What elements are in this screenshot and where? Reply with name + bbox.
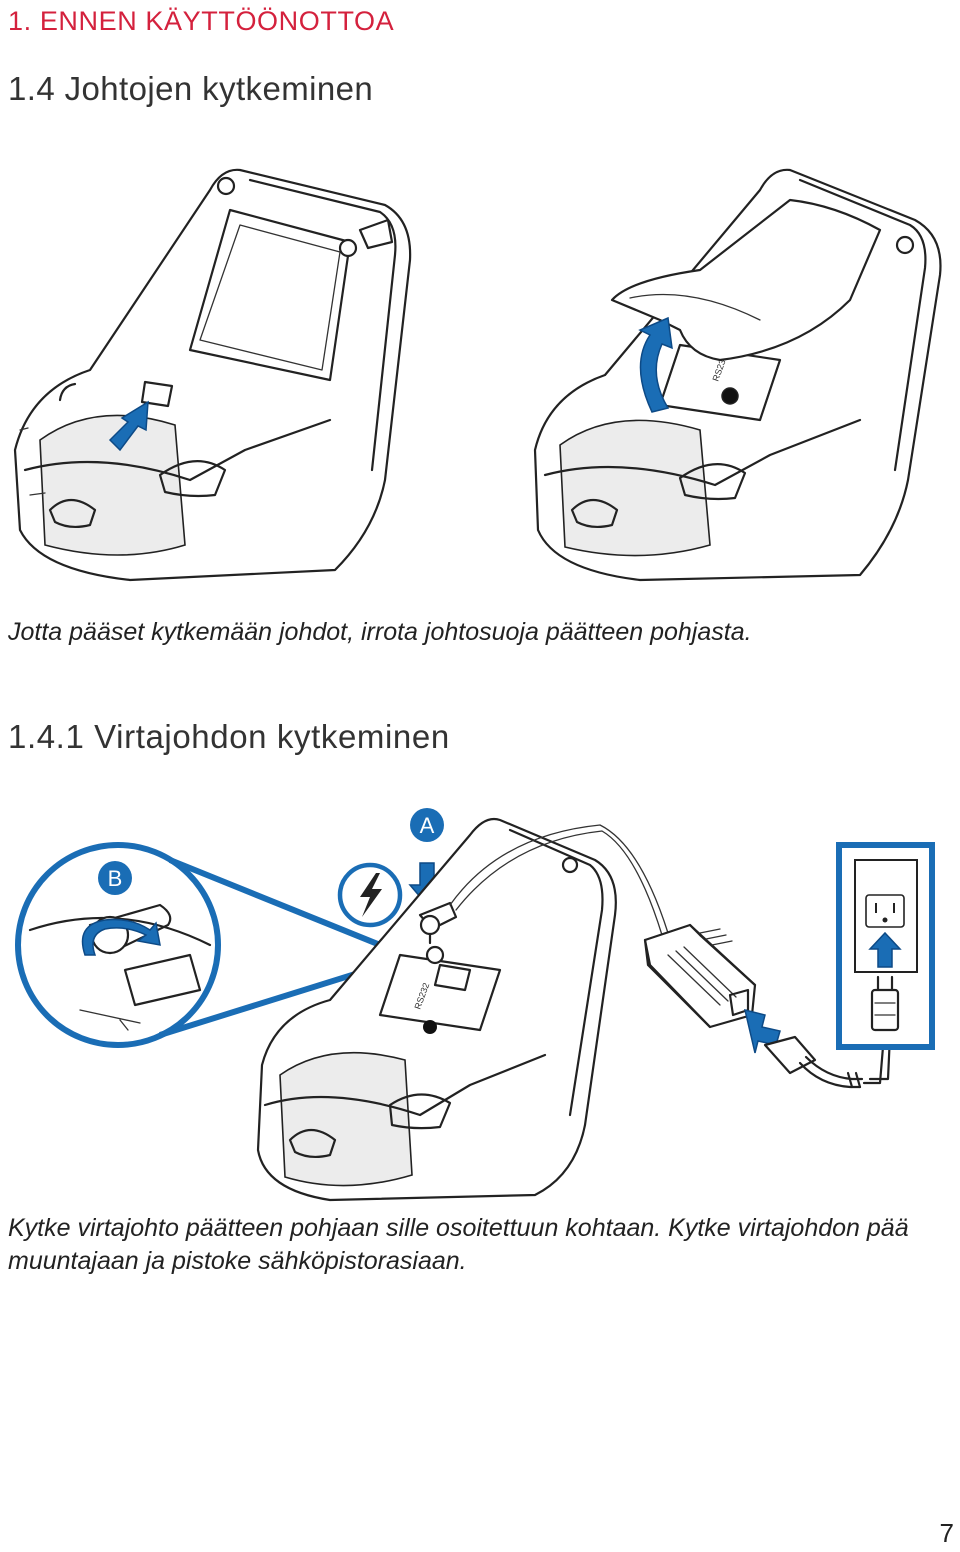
- terminal-right-illustration: RS232: [533, 168, 942, 582]
- power-adapter: [643, 923, 757, 1029]
- section-title: 1.4 Johtojen kytkeminen: [8, 70, 374, 107]
- rotate-arrow-icon: [81, 918, 161, 956]
- terminal-left-illustration: [13, 168, 412, 582]
- label-b: B: [108, 866, 123, 891]
- zoom-detail-b: B: [15, 842, 407, 1048]
- chapter-title: 1. ENNEN KÄYTTÖÖNOTTOA: [8, 6, 395, 36]
- arrow-curved-up-icon: [638, 316, 673, 413]
- cable-cover: [610, 198, 882, 362]
- label-a: A: [420, 813, 435, 838]
- power-symbol-icon: [337, 862, 403, 928]
- wall-outlet: [836, 842, 935, 1050]
- figure1-caption: Jotta pääset kytkemään johdot, irrota jo…: [8, 618, 752, 646]
- power-plug: [763, 1033, 892, 1089]
- page-number: 7: [939, 1518, 954, 1548]
- subsection-title: 1.4.1 Virtajohdon kytkeminen: [8, 718, 450, 755]
- figure-power-connection: B A RS232: [15, 808, 935, 1202]
- arrow-up-icon: [108, 400, 149, 452]
- arrow-up-outlet-icon: [868, 931, 902, 968]
- terminal-illustration: RS232: [256, 817, 617, 1202]
- figure-cover-removal: RS232: [13, 168, 942, 582]
- figure2-caption: Kytke virtajohto päätteen pohjaan sille …: [8, 1214, 909, 1275]
